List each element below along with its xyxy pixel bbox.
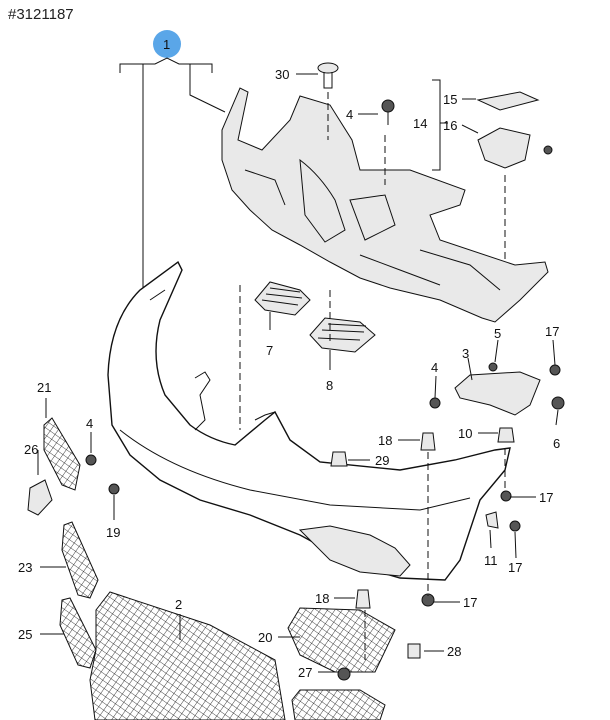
fog-light-opening: [298, 525, 411, 577]
screw-27: [337, 667, 351, 681]
callout-1-badge: [153, 30, 181, 58]
clip-11: [485, 511, 499, 529]
label-26: 26: [24, 442, 38, 457]
label-28: 28: [447, 644, 461, 659]
label-19: 19: [106, 525, 120, 540]
clip-18-mid: [420, 432, 436, 451]
label-17-right: 17: [539, 490, 553, 505]
bumper-cover: [107, 260, 511, 581]
vent-8: [309, 317, 376, 353]
screw-5: [488, 362, 498, 372]
screw-17-side: [549, 364, 561, 376]
callout-1-bracket: [119, 57, 213, 73]
screw-4-top: [381, 99, 395, 125]
label-16: 16: [443, 118, 457, 133]
label-23: 23: [18, 560, 32, 575]
screw-17-bottom: [421, 593, 435, 607]
nut-10: [497, 427, 515, 443]
part-number: #3121187: [8, 6, 74, 23]
label-14: 14: [413, 116, 427, 131]
label-2: 2: [175, 597, 182, 612]
label-25: 25: [18, 627, 32, 642]
callout-1-leader-right: [189, 64, 226, 113]
callout-1: 1: [119, 30, 226, 300]
clip-30: [317, 62, 339, 89]
screw-6: [551, 396, 565, 410]
screw-17-right: [500, 490, 512, 502]
grille-25: [59, 597, 97, 669]
screw-17-low: [509, 520, 521, 532]
screw-4-mid: [429, 397, 441, 409]
cover-26: [27, 479, 53, 516]
label-17-low: 17: [508, 560, 522, 575]
label-20: 20: [258, 630, 272, 645]
nut-28: [407, 643, 421, 659]
screw-4-left: [85, 454, 97, 466]
label-15: 15: [443, 92, 457, 107]
lower-grille-2: [89, 591, 286, 720]
label-7: 7: [266, 343, 273, 358]
label-3: 3: [462, 346, 469, 361]
grille-21: [43, 417, 81, 491]
label-6: 6: [553, 436, 560, 451]
label-21: 21: [37, 380, 51, 395]
clip-18-low: [355, 589, 371, 609]
grille-23: [61, 521, 99, 599]
label-27: 27: [298, 665, 312, 680]
bumper-carrier: [221, 87, 549, 323]
label-30: 30: [275, 67, 289, 82]
bumper-cover-shell: [107, 260, 511, 581]
label-4-mid: 4: [431, 360, 438, 375]
label-4-top: 4: [346, 107, 353, 122]
label-11: 11: [484, 553, 498, 568]
label-4-left: 4: [86, 416, 93, 431]
label-17-bottom: 17: [463, 595, 477, 610]
label-10: 10: [458, 426, 472, 441]
clip-29: [330, 451, 348, 467]
vent-7: [254, 281, 311, 316]
label-18-mid: 18: [378, 433, 392, 448]
label-18-low: 18: [315, 591, 329, 606]
bracket-16: [477, 127, 553, 169]
side-bracket-3: [454, 371, 541, 416]
fog-grille-20: [287, 607, 396, 673]
fog-grille-lower: [291, 689, 386, 720]
cover-cap-15: [476, 91, 540, 111]
label-29: 29: [375, 453, 389, 468]
label-17-side: 17: [545, 324, 559, 339]
label-1: 1: [163, 37, 170, 52]
screw-19: [108, 483, 120, 495]
label-5: 5: [494, 326, 501, 341]
label-8: 8: [326, 378, 333, 393]
